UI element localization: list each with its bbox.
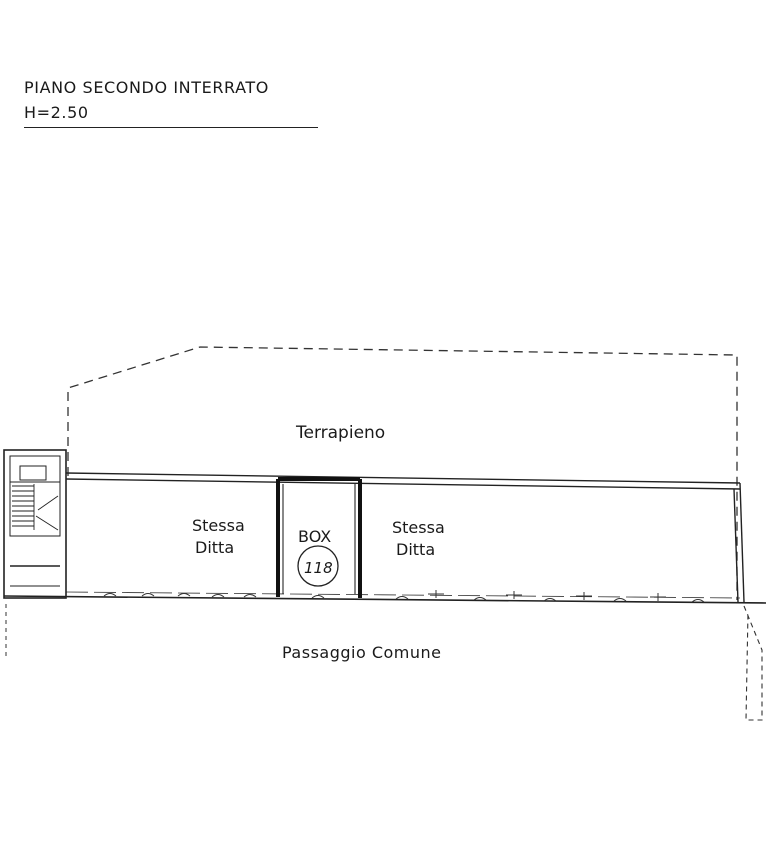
passage-label: Passaggio Comune bbox=[282, 643, 442, 662]
embankment-outline bbox=[67, 346, 738, 600]
box-number: 118 bbox=[304, 559, 333, 577]
left-unit-label-line1: Stessa bbox=[192, 516, 245, 535]
embankment-label: Terrapieno bbox=[295, 423, 385, 443]
east-wall-outer bbox=[739, 482, 745, 603]
right-unit-label-line1: Stessa bbox=[392, 518, 445, 537]
door-marks bbox=[103, 590, 705, 603]
left-unit-label-line2: Ditta bbox=[195, 538, 234, 557]
stair-block bbox=[3, 449, 67, 599]
south-wall-inner bbox=[65, 591, 741, 599]
floor-title: PIANO SECONDO INTERRATO bbox=[24, 78, 269, 97]
south-wall bbox=[3, 595, 767, 604]
east-annex-outline bbox=[743, 605, 763, 721]
north-wall-inner bbox=[65, 478, 741, 490]
title-underline bbox=[24, 127, 318, 128]
box-118-walls bbox=[276, 477, 362, 598]
right-unit-label-line2: Ditta bbox=[396, 540, 435, 559]
north-wall-outer bbox=[65, 472, 741, 484]
east-wall-inner bbox=[733, 488, 739, 603]
box-label: BOX bbox=[298, 527, 331, 546]
box-number-circle bbox=[297, 545, 339, 587]
floor-height: H=2.50 bbox=[24, 103, 89, 122]
